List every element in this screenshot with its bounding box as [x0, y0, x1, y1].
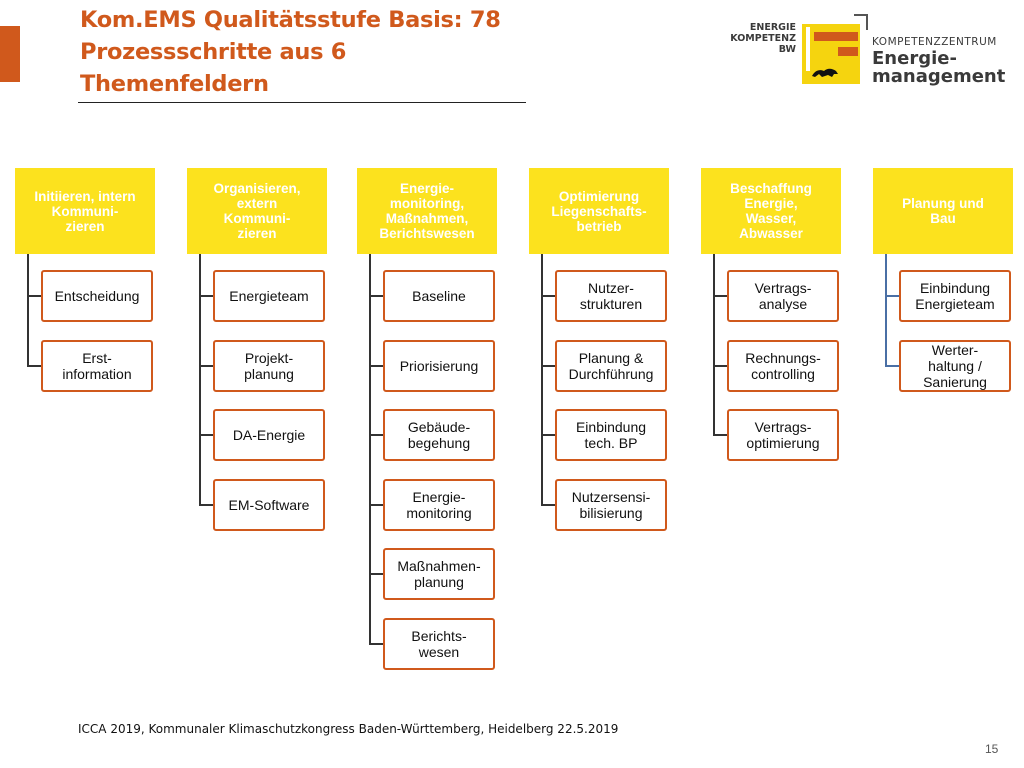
process-step: Energie- monitoring: [383, 479, 495, 531]
title-underline: [78, 102, 526, 103]
connector-branch: [369, 573, 383, 575]
connector-branch: [885, 365, 899, 367]
process-step: Planung & Durchführung: [555, 340, 667, 392]
process-step: DA-Energie: [213, 409, 325, 461]
process-step: Gebäude- begehung: [383, 409, 495, 461]
process-step: Energieteam: [213, 270, 325, 322]
connector-branch: [541, 434, 555, 436]
logo-corner-mark: [854, 14, 868, 16]
connector-branch: [199, 365, 213, 367]
connector-branch: [199, 295, 213, 297]
process-step: Nutzer- strukturen: [555, 270, 667, 322]
connector-branch: [369, 365, 383, 367]
process-step: Vertrags- optimierung: [727, 409, 839, 461]
connector-branch: [369, 643, 383, 645]
process-step: Vertrags- analyse: [727, 270, 839, 322]
column-header-3: Energie- monitoring, Maßnahmen, Berichts…: [357, 168, 497, 254]
process-step: Baseline: [383, 270, 495, 322]
connector-branch: [27, 365, 41, 367]
logo-energiemanagement: Energie- management: [872, 48, 1006, 87]
connector-vertical-3: [369, 254, 371, 645]
process-step: Entscheidung: [41, 270, 153, 322]
connector-vertical-2: [199, 254, 201, 506]
logo-energie-kompetenz-bw: ENERGIE KOMPETENZ BW: [730, 22, 796, 55]
logo-kompetenzzentrum: KOMPETENZZENTRUM: [872, 36, 997, 48]
process-step: Einbindung tech. BP: [555, 409, 667, 461]
connector-branch: [199, 434, 213, 436]
connector-branch: [713, 365, 727, 367]
process-step: Rechnungs- controlling: [727, 340, 839, 392]
process-step: Priorisierung: [383, 340, 495, 392]
lion-icon: [812, 68, 838, 77]
logo-orange-bar-middle: [838, 47, 858, 56]
page-number: 15: [985, 742, 999, 756]
process-step: EM-Software: [213, 479, 325, 531]
footer-text: ICCA 2019, Kommunaler Klimaschutzkongres…: [78, 722, 619, 736]
column-header-6: Planung und Bau: [873, 168, 1013, 254]
connector-branch: [541, 504, 555, 506]
column-header-2: Organisieren, extern Kommuni- zieren: [187, 168, 327, 254]
connector-branch: [369, 295, 383, 297]
logo: ENERGIE KOMPETENZ BW KOMPETENZZENTRUM En…: [730, 12, 1005, 92]
logo-white-stripe: [806, 27, 810, 71]
column-header-5: Beschaffung Energie, Wasser, Abwasser: [701, 168, 841, 254]
connector-vertical-1: [27, 254, 29, 367]
connector-branch: [885, 295, 899, 297]
process-step: Maßnahmen- planung: [383, 548, 495, 600]
title-accent-bar: [0, 26, 20, 82]
connector-branch: [199, 504, 213, 506]
connector-vertical-6: [885, 254, 887, 367]
connector-branch: [541, 295, 555, 297]
logo-corner-mark-vertical: [866, 14, 868, 30]
process-step: Projekt- planung: [213, 340, 325, 392]
process-step: Werter- haltung / Sanierung: [899, 340, 1011, 392]
connector-branch: [713, 295, 727, 297]
process-step: Nutzersensi- bilisierung: [555, 479, 667, 531]
process-step: Einbindung Energieteam: [899, 270, 1011, 322]
column-header-4: Optimierung Liegenschafts- betrieb: [529, 168, 669, 254]
connector-vertical-5: [713, 254, 715, 436]
process-step: Berichts- wesen: [383, 618, 495, 670]
column-header-1: Initiieren, intern Kommuni- zieren: [15, 168, 155, 254]
connector-branch: [713, 434, 727, 436]
connector-vertical-4: [541, 254, 543, 506]
connector-branch: [27, 295, 41, 297]
connector-branch: [541, 365, 555, 367]
connector-branch: [369, 504, 383, 506]
slide-title: Kom.EMS Qualitätsstufe Basis: 78 Prozess…: [80, 7, 501, 97]
connector-branch: [369, 434, 383, 436]
logo-orange-bar-top: [814, 32, 858, 41]
process-step: Erst- information: [41, 340, 153, 392]
